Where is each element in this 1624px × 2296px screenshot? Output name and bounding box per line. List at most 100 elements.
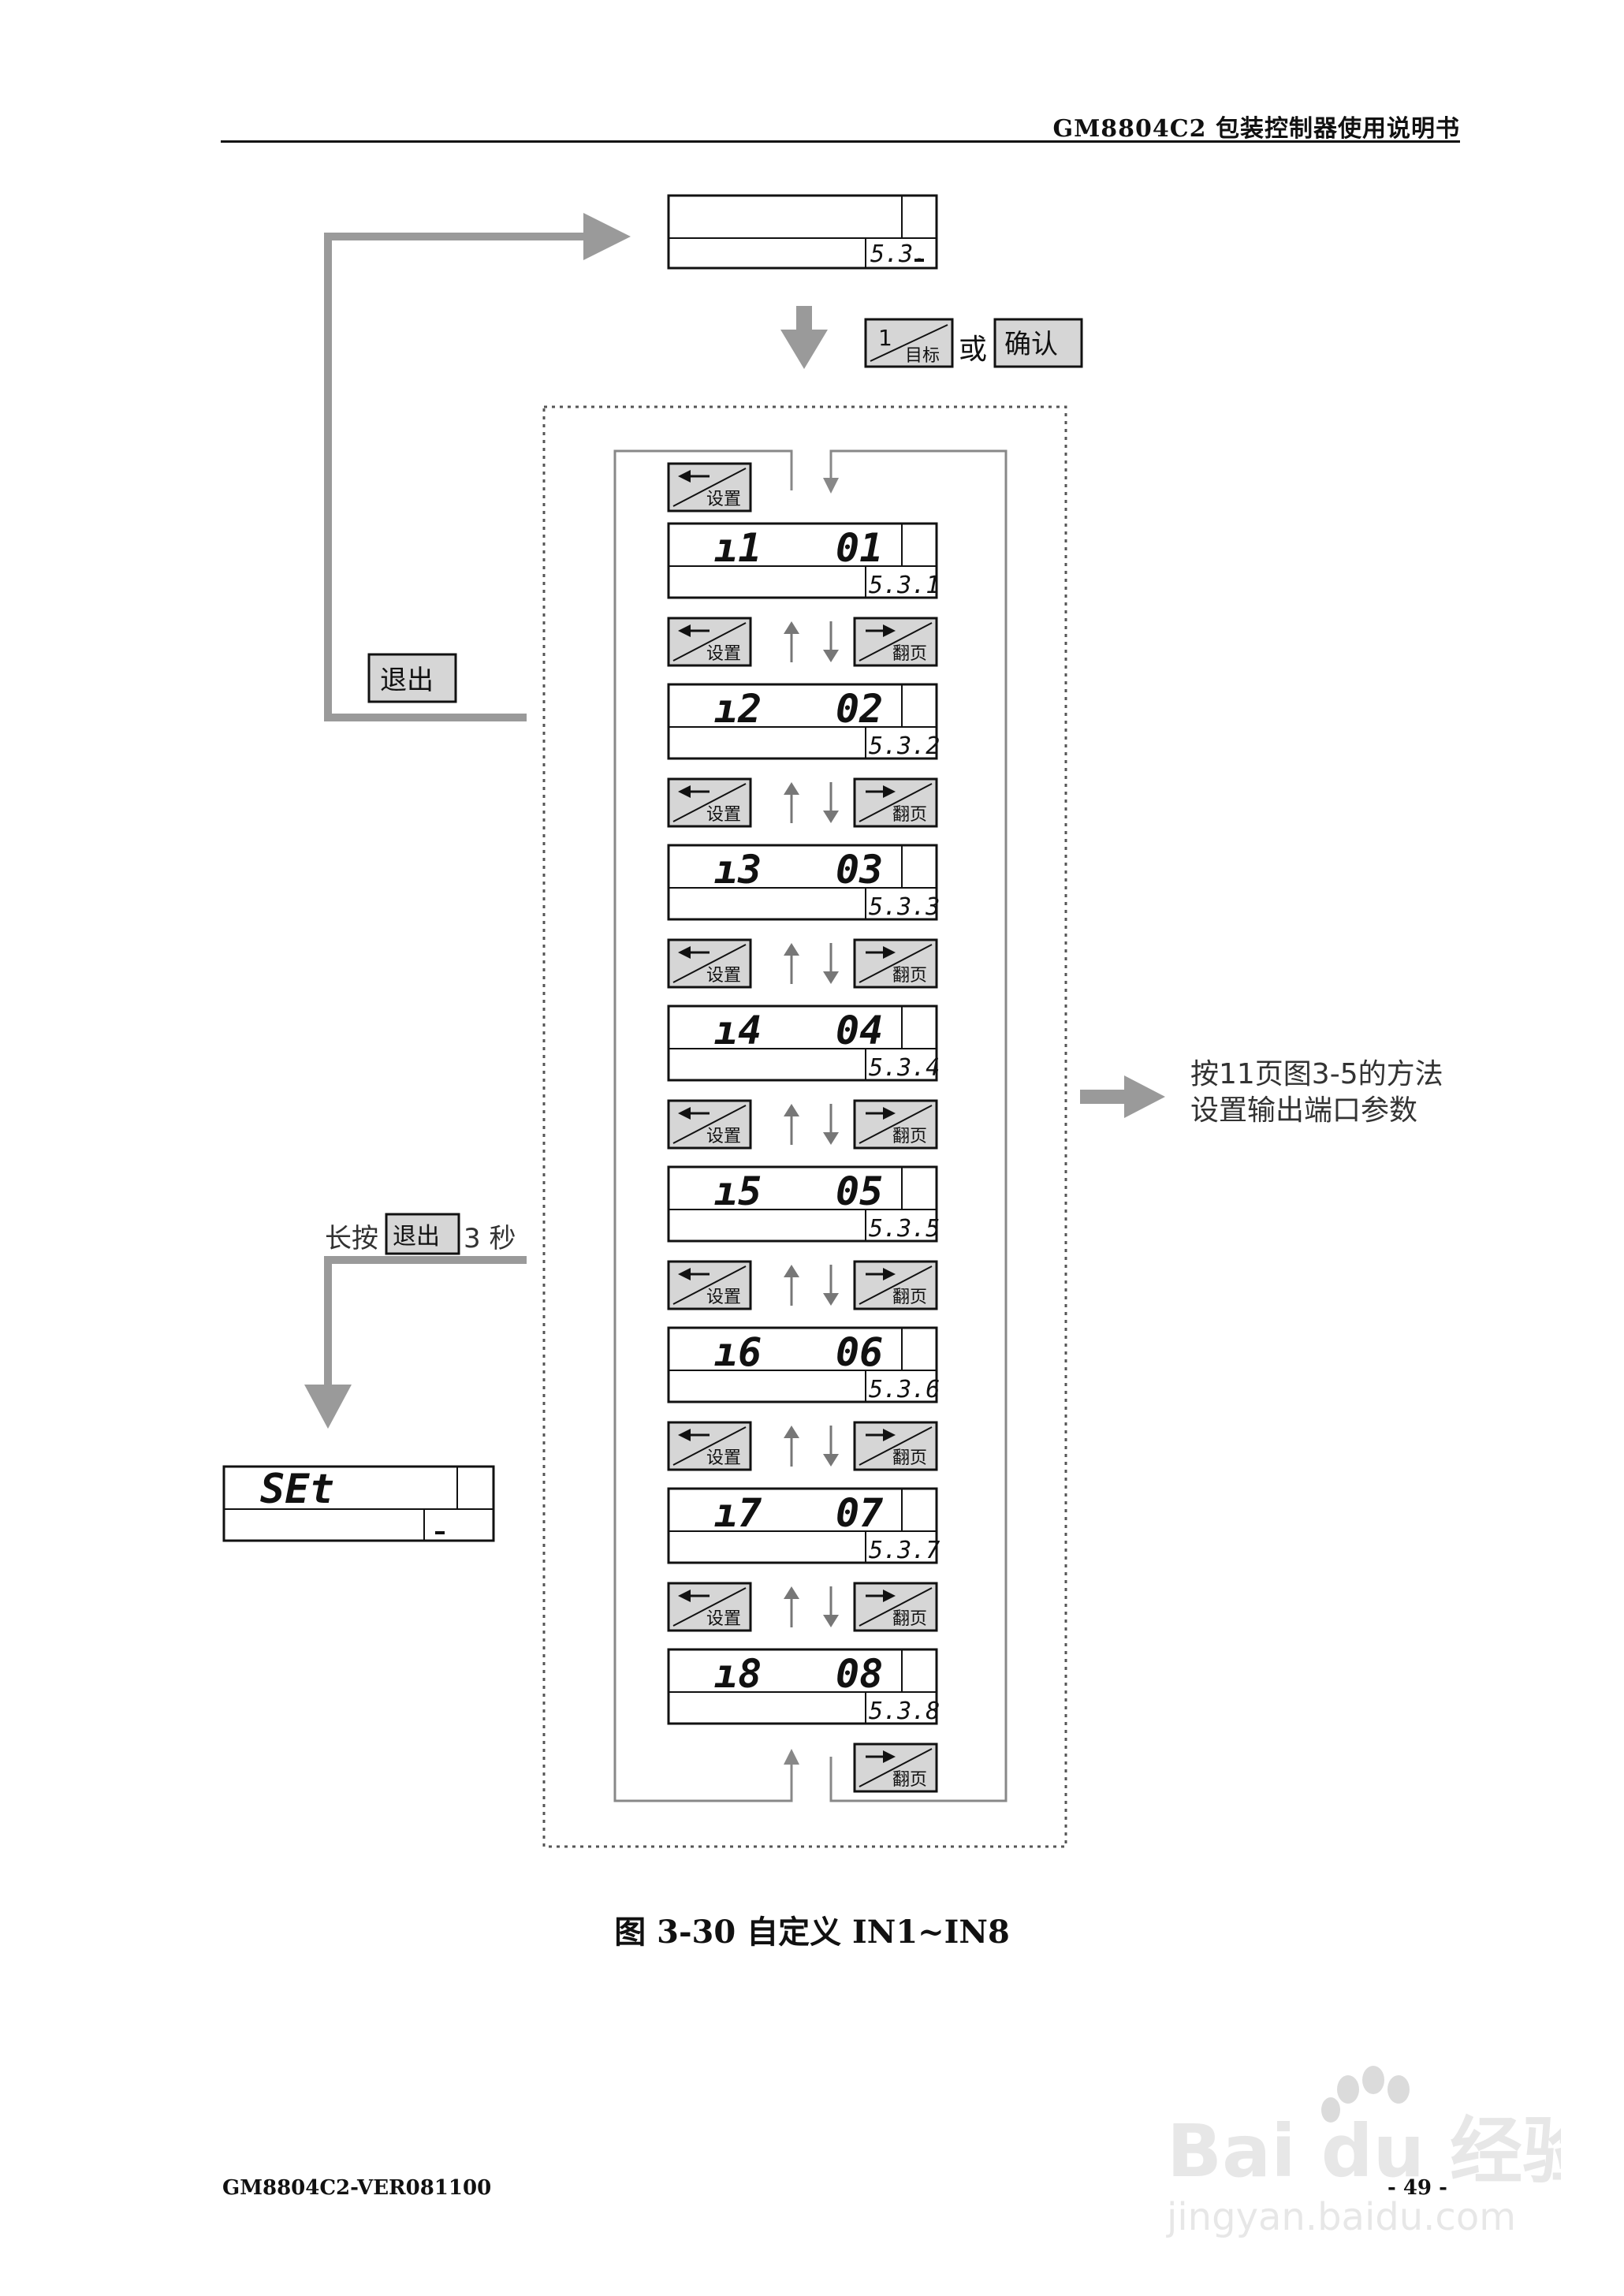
display-right-value: 02 bbox=[836, 686, 883, 732]
page-key[interactable]: 翻页 bbox=[853, 1099, 938, 1150]
display-sub-value: 5.3.5 bbox=[869, 1215, 940, 1243]
set-key[interactable]: 设置 bbox=[667, 777, 752, 828]
arrow-left-icon bbox=[678, 1429, 691, 1441]
set-key[interactable]: 设置 bbox=[667, 1582, 752, 1632]
arrow-right-icon bbox=[883, 1107, 896, 1120]
loop-display-3: ı3 035.3.3 bbox=[667, 844, 940, 921]
display-left-value: ı3 bbox=[714, 847, 762, 893]
display-sub-value: 5.3.4 bbox=[869, 1054, 940, 1082]
display-left-value: ı4 bbox=[714, 1008, 762, 1053]
arrow-right-icon bbox=[1124, 1075, 1165, 1118]
set-display: SEt bbox=[222, 1465, 495, 1542]
page-key[interactable]: 翻页 bbox=[853, 777, 938, 828]
up-down-arrows bbox=[784, 1265, 839, 1306]
confirm-key-label: 确认 bbox=[1004, 329, 1058, 360]
long-press-suffix: 3 秒 bbox=[464, 1223, 516, 1254]
display-left-value: ı2 bbox=[714, 686, 762, 732]
footer-version: GM8804C2-VER081100 bbox=[222, 2176, 492, 2200]
display-right-value: 07 bbox=[836, 1490, 883, 1536]
arrow-right-icon bbox=[583, 213, 631, 260]
exit-key-label: 退出 bbox=[380, 665, 434, 696]
display-left-value: ı8 bbox=[714, 1651, 762, 1697]
header-title: GM8804C2 包装控制器使用说明书 bbox=[1052, 115, 1460, 143]
set-key[interactable]: 设置 bbox=[667, 1260, 752, 1310]
set-key-label: 设置 bbox=[706, 1448, 741, 1468]
exit-key[interactable]: 退出 bbox=[367, 653, 457, 703]
display-left-value: ı6 bbox=[714, 1329, 762, 1375]
set-key[interactable]: 设置 bbox=[667, 617, 752, 667]
up-down-arrows bbox=[784, 1426, 839, 1467]
arrow-down-icon bbox=[780, 330, 828, 369]
footer-page-number: - 49 - bbox=[1387, 2176, 1447, 2200]
page-header: GM8804C2 包装控制器使用说明书 bbox=[221, 109, 1460, 143]
down-arrow-confirm bbox=[780, 306, 828, 369]
loop-display-5: ı5 055.3.5 bbox=[667, 1165, 940, 1243]
loop-bottom-page-key[interactable]: 翻页 bbox=[853, 1742, 938, 1793]
arrow-left-icon bbox=[678, 624, 691, 637]
arrow-left-icon bbox=[678, 1107, 691, 1120]
long-press-path bbox=[304, 1256, 527, 1429]
arrow-up-icon bbox=[784, 1104, 799, 1116]
set-display-text: SEt bbox=[260, 1466, 334, 1513]
exit-return-path bbox=[324, 213, 631, 721]
set-key-label: 设置 bbox=[706, 1609, 741, 1629]
up-down-arrows bbox=[784, 1586, 839, 1627]
confirm-key[interactable]: 确认 bbox=[993, 318, 1083, 368]
arrow-left-icon bbox=[678, 946, 691, 959]
arrow-up-icon bbox=[784, 1265, 799, 1277]
dotted-frame bbox=[542, 405, 1067, 1848]
up-down-arrows bbox=[784, 943, 839, 984]
or-text: 或 bbox=[959, 334, 987, 366]
arrow-down-icon bbox=[304, 1385, 352, 1429]
page-key[interactable]: 翻页 bbox=[853, 1421, 938, 1471]
set-key-label: 设置 bbox=[706, 966, 741, 986]
display-sub-value: 5.3.2 bbox=[869, 732, 940, 760]
page-key-label: 翻页 bbox=[892, 1448, 927, 1468]
arrow-right-icon bbox=[883, 946, 896, 959]
display-sub-value: 5.3.8 bbox=[869, 1698, 940, 1725]
paw-icon bbox=[1321, 2066, 1410, 2123]
display-right-value: 01 bbox=[836, 525, 883, 571]
watermark-brand: Bai du 经验 bbox=[1167, 2109, 1561, 2194]
page-key-label: 翻页 bbox=[892, 644, 927, 664]
display-sub-value: 5.3.1 bbox=[869, 572, 940, 599]
inner-loop bbox=[613, 449, 1008, 1802]
arrow-up-icon bbox=[784, 621, 799, 634]
up-down-arrows bbox=[784, 1104, 839, 1145]
arrow-down-icon bbox=[823, 811, 839, 823]
loop-display-2: ı2 025.3.2 bbox=[667, 683, 940, 760]
watermark-url: jingyan.baidu.com bbox=[1166, 2195, 1516, 2239]
display-right-value: 05 bbox=[836, 1168, 883, 1214]
arrow-left-icon bbox=[678, 785, 691, 798]
display-right-value: 03 bbox=[836, 847, 883, 893]
arrow-left-icon bbox=[678, 1268, 691, 1280]
display-left-value: ı5 bbox=[714, 1168, 762, 1214]
arrow-up-icon bbox=[784, 782, 799, 795]
up-down-arrows bbox=[784, 782, 839, 823]
page-key[interactable]: 翻页 bbox=[853, 1582, 938, 1632]
page-key[interactable]: 翻页 bbox=[853, 1260, 938, 1310]
target-key[interactable]: 1 目标 bbox=[864, 318, 954, 368]
display-right-value: 08 bbox=[836, 1651, 883, 1697]
page-key-label: 翻页 bbox=[892, 1609, 927, 1629]
display-left-value: ı1 bbox=[714, 525, 762, 571]
arrow-left-icon bbox=[678, 470, 691, 483]
up-down-arrows bbox=[784, 621, 839, 662]
loop-top-set-key[interactable]: 设置 bbox=[667, 462, 752, 512]
arrow-up-icon bbox=[784, 1586, 799, 1599]
page-key-label: 翻页 bbox=[892, 1127, 927, 1146]
set-key-label: 设置 bbox=[706, 1127, 741, 1146]
set-key[interactable]: 设置 bbox=[667, 1421, 752, 1471]
baidu-watermark: Bai du 经验 jingyan.baidu.com bbox=[1166, 2066, 1561, 2239]
set-key[interactable]: 设置 bbox=[667, 938, 752, 989]
page-key[interactable]: 翻页 bbox=[853, 938, 938, 989]
arrow-right-icon bbox=[883, 1750, 896, 1763]
set-key-label: 设置 bbox=[706, 805, 741, 825]
set-key[interactable]: 设置 bbox=[667, 1099, 752, 1150]
arrow-right-icon bbox=[883, 1429, 896, 1441]
page-key[interactable]: 翻页 bbox=[853, 617, 938, 667]
display-sub-value: 5.3.3 bbox=[869, 893, 940, 921]
